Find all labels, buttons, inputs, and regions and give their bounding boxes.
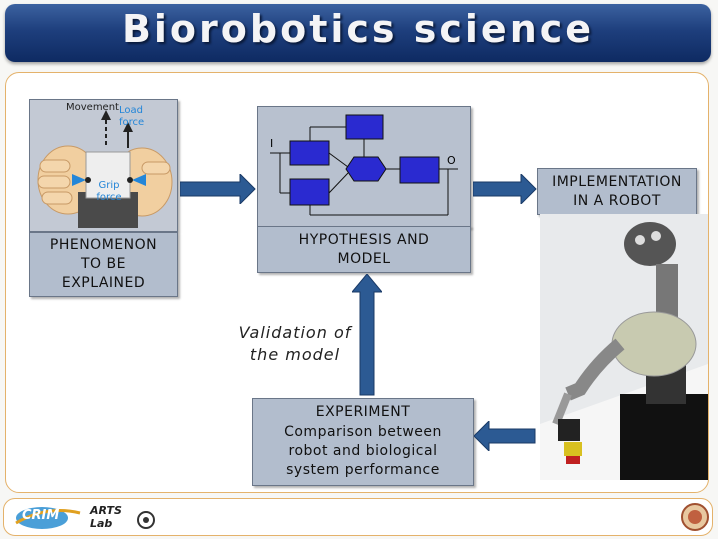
model-input-label: I [270, 137, 274, 150]
validation-line-1: Validation of [238, 323, 352, 342]
phenomenon-box: PHENOMENON TO BE EXPLAINED [29, 232, 178, 297]
load-force-label: Load force [119, 105, 145, 128]
implementation-label: IMPLEMENTATION IN A ROBOT [552, 174, 682, 209]
robot-photo [540, 214, 708, 480]
hypothesis-label: HYPOTHESIS AND MODEL [298, 232, 430, 267]
university-seal-icon [680, 502, 710, 532]
experiment-line-1: Comparison between [284, 424, 442, 440]
implementation-box: IMPLEMENTATION IN A ROBOT [537, 168, 697, 215]
hypothesis-box: HYPOTHESIS AND MODEL [257, 226, 471, 273]
arts-lab-logo: ARTS Lab [88, 502, 158, 532]
validation-line-2: the model [249, 345, 341, 364]
slide-title: Biorobotics science [121, 7, 595, 51]
hand-grip-icon [37, 110, 173, 228]
experiment-line-3: system performance [286, 462, 440, 478]
robot-icon [540, 214, 708, 480]
phenomenon-label: PHENOMENON TO BE EXPLAINED [49, 237, 158, 291]
movement-label: Movement [66, 102, 119, 113]
phenomenon-illustration: Movement Load force Grip force [29, 99, 178, 232]
grip-force-label: Grip force [96, 180, 122, 203]
title-banner: Biorobotics science [5, 4, 711, 62]
arrow-experiment-to-model [352, 274, 382, 396]
model-output-label: O [447, 154, 456, 167]
model-block-diagram [270, 114, 458, 216]
experiment-title: EXPERIMENT [315, 404, 411, 420]
arrow-robot-to-experiment [474, 421, 536, 451]
experiment-box: EXPERIMENT Comparison between robot and … [252, 398, 474, 486]
model-diagram: I O [257, 106, 471, 228]
arrow-model-to-implementation [473, 174, 537, 204]
experiment-line-2: robot and biological [288, 443, 438, 459]
footer-bar: CRIM ARTS Lab [3, 498, 713, 536]
arrow-phenomenon-to-model [180, 174, 256, 204]
crim-logo: CRIM [12, 503, 82, 531]
